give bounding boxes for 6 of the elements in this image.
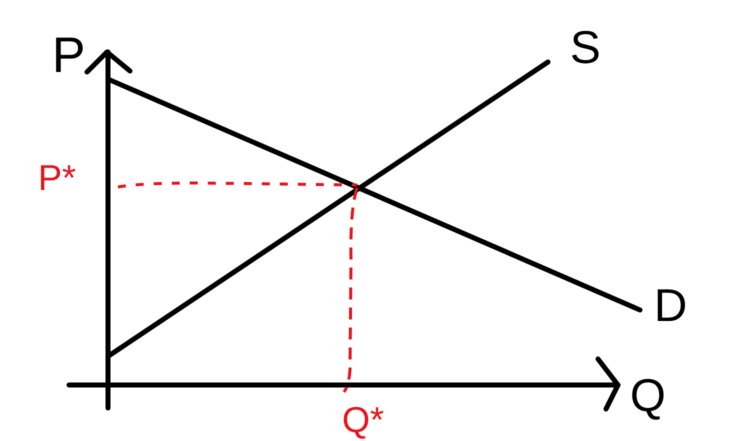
equilibrium-quantity-label: Q* [342,402,384,438]
equilibrium-price-label: P* [38,160,76,196]
axis-label: Q [630,372,666,418]
axis-label: P [52,30,86,80]
curve-label: S [570,24,601,70]
curve-label: D [654,282,688,328]
